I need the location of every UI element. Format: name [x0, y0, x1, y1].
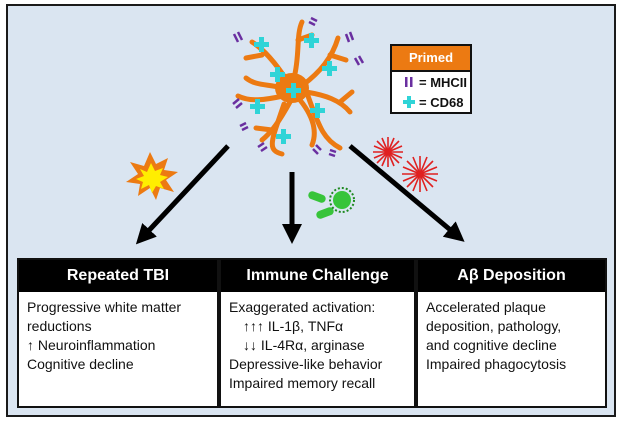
panel-title: Repeated TBI	[19, 260, 217, 292]
panel-line: Cognitive decline	[27, 356, 134, 372]
panel-body: Accelerated plaque deposition, pathology…	[418, 292, 605, 380]
panel-title: Aβ Deposition	[418, 260, 605, 292]
panel-line: Impaired phagocytosis	[426, 356, 567, 372]
panel-line: deposition, pathology,	[426, 318, 562, 334]
legend-box: Primed = MHCII = CD68	[390, 44, 472, 114]
panel-line: ↓↓ IL-4Rα, arginase	[243, 337, 365, 353]
panel-line: ↑ Neuroinflammation	[27, 337, 156, 353]
panel-body: Exaggerated activation: ↑↑↑ IL-1β, TNFα …	[221, 292, 414, 399]
arrow-left	[135, 144, 230, 245]
explosion-icon	[126, 152, 178, 200]
legend-item-cd68: = CD68	[392, 92, 470, 112]
panel-line: reductions	[27, 318, 92, 334]
legend-item-mhcii: = MHCII	[392, 72, 470, 92]
panel-line: Accelerated plaque	[426, 299, 546, 315]
panel-abeta-deposition: Aβ Deposition Accelerated plaque deposit…	[416, 258, 607, 408]
cd68-icon	[402, 96, 416, 108]
mhcii-markers	[232, 16, 365, 158]
panel-body: Progressive white matter reductions ↑ Ne…	[19, 292, 217, 380]
panel-line: Progressive white matter	[27, 299, 182, 315]
panel-repeated-tbi: Repeated TBI Progressive white matter re…	[17, 258, 219, 408]
bacteria-icon	[308, 191, 334, 219]
panel-line: Exaggerated activation:	[229, 299, 376, 315]
panel-line: and cognitive decline	[426, 337, 557, 353]
virus-icon	[329, 187, 355, 213]
legend-label-cd68: = CD68	[419, 94, 464, 110]
arrow-right	[348, 144, 465, 242]
cd68-markers	[250, 33, 337, 144]
panel-title: Immune Challenge	[221, 260, 414, 292]
mhcii-icon	[402, 76, 416, 88]
panel-line: Depressive-like behavior	[229, 356, 383, 372]
amyloid-plaque-icon	[373, 137, 438, 192]
panel-line: Impaired memory recall	[229, 375, 376, 391]
legend-label-mhcii: = MHCII	[419, 74, 468, 90]
panel-immune-challenge: Immune Challenge Exaggerated activation:…	[219, 258, 416, 408]
panel-line: ↑↑↑ IL-1β, TNFα	[243, 318, 344, 334]
arrows	[135, 144, 465, 245]
legend-title: Primed	[392, 46, 470, 72]
